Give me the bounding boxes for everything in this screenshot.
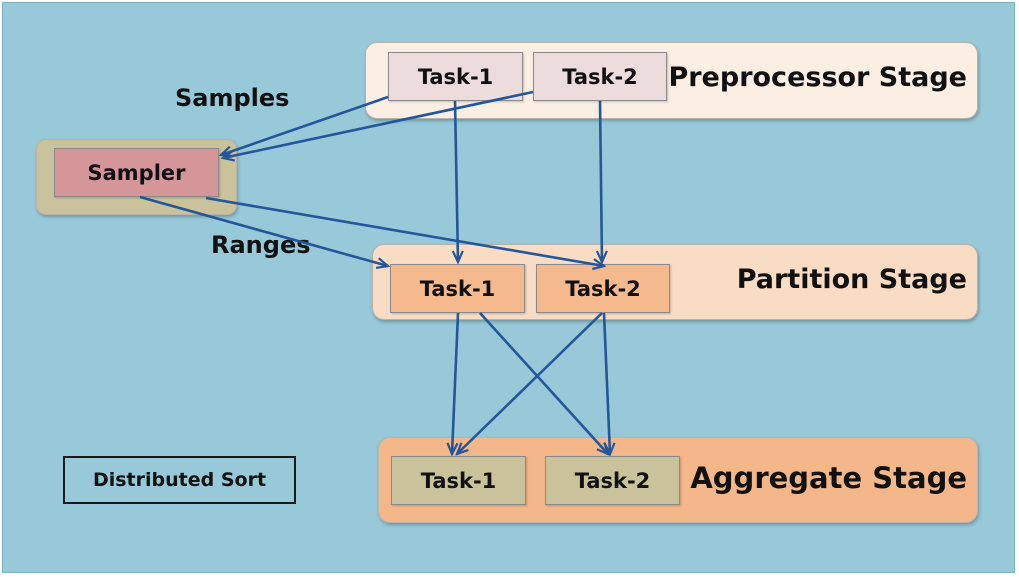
aggregate-task-2: Task-2 [545,456,680,505]
preprocessor-task-2: Task-2 [533,52,667,101]
preprocessor-task-1: Task-1 [388,52,523,101]
samples-label: Samples [175,84,290,112]
aggregate-stage-label: Aggregate Stage [690,461,967,495]
preprocessor-stage-label: Preprocessor Stage [668,62,967,93]
partition-task-1: Task-1 [390,264,525,313]
partition-stage-label: Partition Stage [736,264,967,295]
aggregate-task-1: Task-1 [391,456,526,505]
diagram-title-box: Distributed Sort [63,456,296,504]
sampler-box: Sampler [54,148,219,197]
partition-task-2: Task-2 [536,264,670,313]
ranges-label: Ranges [211,231,311,259]
